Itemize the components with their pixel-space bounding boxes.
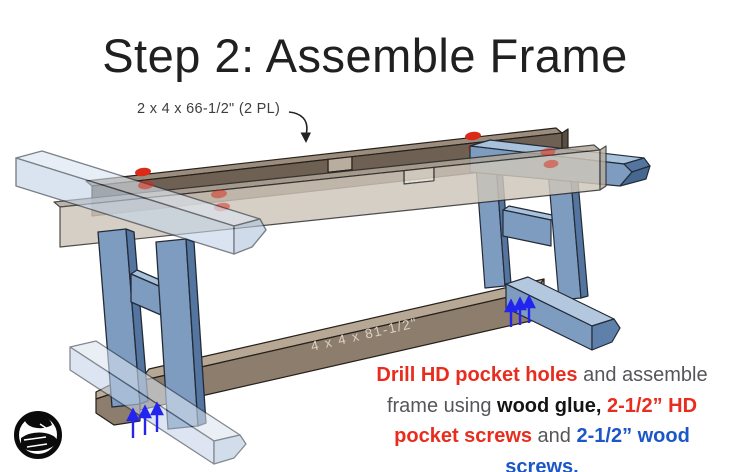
instruction-segment: and assemble [577, 364, 708, 386]
left-foot [69, 340, 247, 465]
instruction-segment: and [532, 425, 577, 447]
instruction-segment: pocket screws [394, 425, 532, 447]
screw-arrows-right [504, 294, 536, 327]
assembly-instructions: Drill HD pocket holes and assemble frame… [360, 360, 724, 472]
instruction-line: frame using wood glue, 2-1/2” HD [360, 391, 724, 422]
instruction-segment: 2-1/2” HD [601, 394, 698, 417]
annotation-arrow [288, 111, 311, 143]
screw-arrows-left [126, 401, 164, 438]
pocket-hole-markers-left [135, 167, 154, 190]
instruction-line: Drill HD pocket holes and assemble [360, 360, 724, 391]
instruction-line: pocket screws and 2-1/2” wood screws. [360, 421, 724, 472]
instruction-segment: Drill HD pocket holes [376, 364, 578, 386]
pocket-hole-markers-ghost [211, 147, 559, 212]
instruction-segment: 2-1/2” wood screws. [505, 425, 690, 472]
instruction-segment: frame using [386, 394, 498, 417]
bottom-stretcher: 4 x 4 x 81-1/2" [95, 278, 545, 426]
top-rail-dimension-label: 2 x 4 x 66-1/2" (2 PL) [137, 101, 281, 117]
instruction-segment: wood glue, [497, 394, 602, 417]
page-title: Step 2: Assemble Frame [102, 29, 628, 82]
left-cap [15, 150, 267, 255]
woodworker-badge-icon [14, 411, 62, 459]
